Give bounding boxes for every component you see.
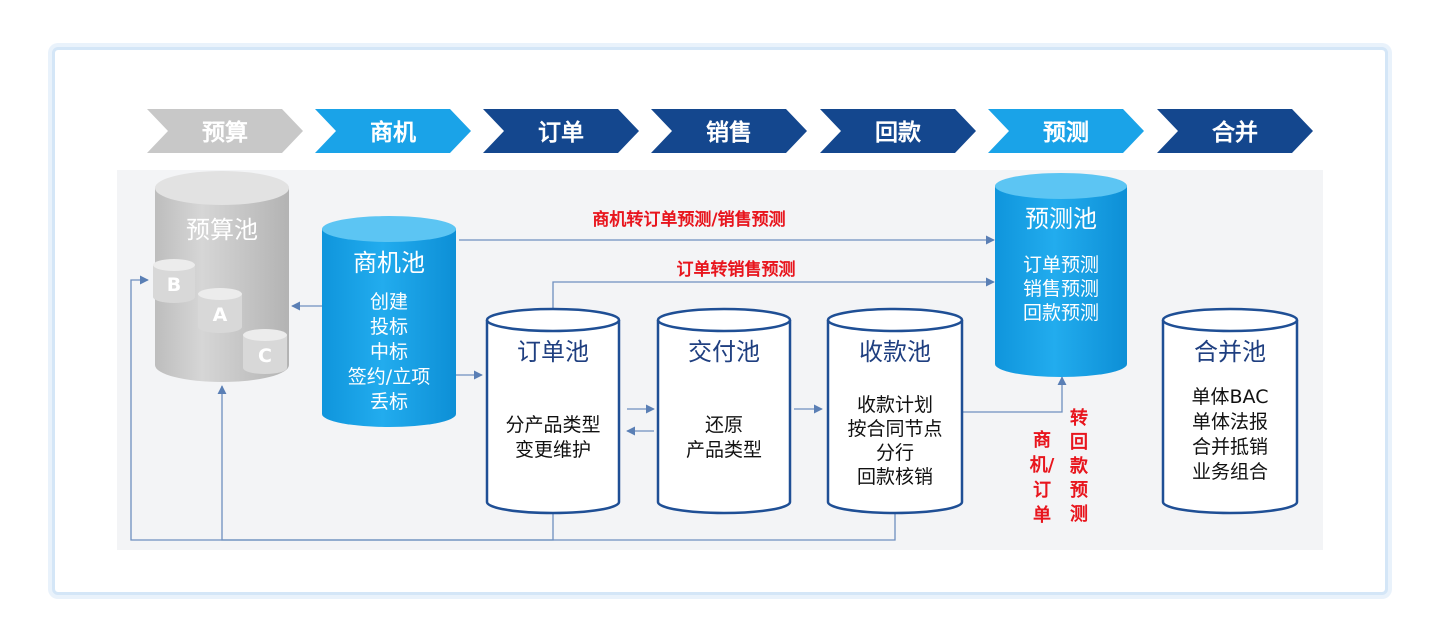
- stage-label: 预算: [202, 119, 248, 146]
- opportunity-item: 中标: [370, 341, 408, 363]
- stage-budget: 预算: [147, 109, 303, 153]
- opportunity-item: 投标: [370, 316, 408, 338]
- stage-forecast: 预测: [988, 109, 1144, 153]
- budget-sub-pool-a: A: [198, 288, 242, 333]
- merge-item: 业务组合: [1192, 461, 1268, 483]
- svg-text:机/: 机/: [1030, 455, 1055, 476]
- arrow-loop-to-budget-left: [130, 275, 554, 541]
- stage-label: 合并: [1212, 119, 1258, 146]
- collection-item: 按合同节点: [847, 418, 942, 440]
- stage-label: 商机: [370, 119, 416, 146]
- svg-text:款: 款: [1070, 455, 1089, 477]
- budget-sub-pool-b: B: [153, 259, 195, 303]
- annotation-to-collection-forecast-vertical: 转 回 款 预 测: [1070, 407, 1089, 525]
- collection-item: 分行: [876, 442, 914, 464]
- stage-sales: 销售: [651, 109, 807, 153]
- svg-text:测: 测: [1070, 503, 1088, 525]
- delivery-item: 还原: [705, 414, 743, 436]
- stage-label: 销售: [706, 119, 752, 146]
- collection-pool-title: 收款池: [859, 338, 931, 366]
- sub-pool-label: C: [258, 345, 272, 367]
- svg-text:转: 转: [1070, 407, 1088, 429]
- delivery-pool-title: 交付池: [688, 338, 760, 366]
- delivery-item: 产品类型: [686, 439, 762, 461]
- arrow-order-to-forecast: [552, 277, 995, 310]
- arrow-collection-to-forecast: [962, 376, 1067, 413]
- forecast-pool-title: 预测池: [1025, 205, 1097, 233]
- order-item: 分产品类型: [505, 414, 600, 436]
- opportunity-item: 签约/立项: [348, 366, 430, 388]
- budget-pool-title: 预算池: [186, 216, 258, 244]
- forecast-pool: 预测池 订单预测 销售预测 回款预测: [995, 173, 1127, 377]
- stage-chevrons: 预算 商机 订单 销售 回款 预测 合并: [147, 109, 1313, 153]
- collection-item: 收款计划: [857, 394, 933, 416]
- opportunity-pool-title: 商机池: [353, 249, 425, 277]
- connector-lines: [130, 235, 1067, 541]
- svg-text:商: 商: [1033, 429, 1051, 451]
- stage-order: 订单: [483, 109, 639, 153]
- annotation-opp-order-vertical: 商 机/ 订 单: [1030, 429, 1055, 526]
- merge-pool-title: 合并池: [1194, 338, 1266, 366]
- budget-pool: 预算池 B A C: [153, 171, 289, 382]
- opportunity-pool: 商机池 创建 投标 中标 签约/立项 丢标: [322, 216, 456, 427]
- svg-text:订: 订: [1033, 480, 1051, 501]
- stage-label: 订单: [538, 120, 584, 146]
- order-item: 变更维护: [515, 439, 591, 461]
- order-pool: 订单池 分产品类型 变更维护: [485, 307, 621, 515]
- forecast-item: 销售预测: [1023, 278, 1099, 300]
- arrow-loop-to-budget-bottom: [217, 385, 896, 541]
- budget-sub-pool-c: C: [243, 329, 287, 374]
- order-pool-title: 订单池: [517, 338, 589, 366]
- merge-item: 合并抵销: [1192, 436, 1268, 458]
- stage-collection: 回款: [820, 109, 976, 153]
- collection-item: 回款核销: [857, 466, 933, 488]
- opportunity-item: 丢标: [370, 391, 408, 413]
- merge-pool: 合并池 单体BAC 单体法报 合并抵销 业务组合: [1161, 307, 1299, 515]
- opportunity-item: 创建: [370, 291, 408, 313]
- svg-text:单: 单: [1033, 504, 1051, 526]
- stage-opportunity: 商机: [315, 109, 471, 153]
- annotation-opp-to-forecast: 商机转订单预测/销售预测: [592, 209, 785, 230]
- svg-text:预: 预: [1070, 480, 1088, 501]
- stage-label: 回款: [875, 119, 922, 146]
- delivery-pool: 交付池 还原 产品类型: [656, 307, 792, 515]
- merge-item: 单体BAC: [1192, 386, 1269, 408]
- merge-item: 单体法报: [1192, 411, 1268, 433]
- stage-label: 预测: [1043, 120, 1089, 146]
- stage-merge: 合并: [1157, 109, 1313, 153]
- sub-pool-label: A: [213, 304, 228, 326]
- annotation-order-to-sales: 订单转销售预测: [677, 259, 796, 280]
- svg-text:回: 回: [1070, 432, 1088, 453]
- forecast-item: 回款预测: [1023, 302, 1099, 324]
- annotations: 商机转订单预测/销售预测 订单转销售预测 商 机/ 订 单 转 回 款 预 测: [592, 209, 1089, 526]
- collection-pool: 收款池 收款计划 按合同节点 分行 回款核销: [826, 307, 964, 515]
- sub-pool-label: B: [167, 274, 181, 296]
- forecast-item: 订单预测: [1023, 254, 1099, 276]
